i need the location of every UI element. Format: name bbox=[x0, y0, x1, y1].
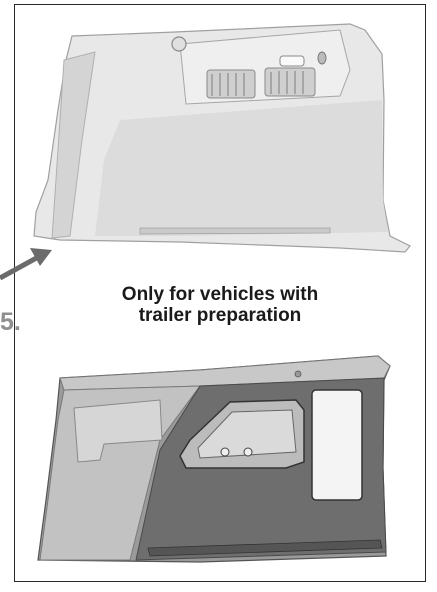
step-number: 5. bbox=[0, 308, 21, 337]
trailer-preparation-caption: Only for vehicles with trailer preparati… bbox=[100, 284, 340, 326]
lower-trim-panel bbox=[38, 356, 390, 562]
caption-line-1: Only for vehicles with bbox=[100, 284, 340, 305]
upper-trim-panel bbox=[34, 24, 410, 252]
caption-line-2: trailer preparation bbox=[100, 305, 340, 326]
pointer-arrow-icon bbox=[0, 248, 52, 278]
